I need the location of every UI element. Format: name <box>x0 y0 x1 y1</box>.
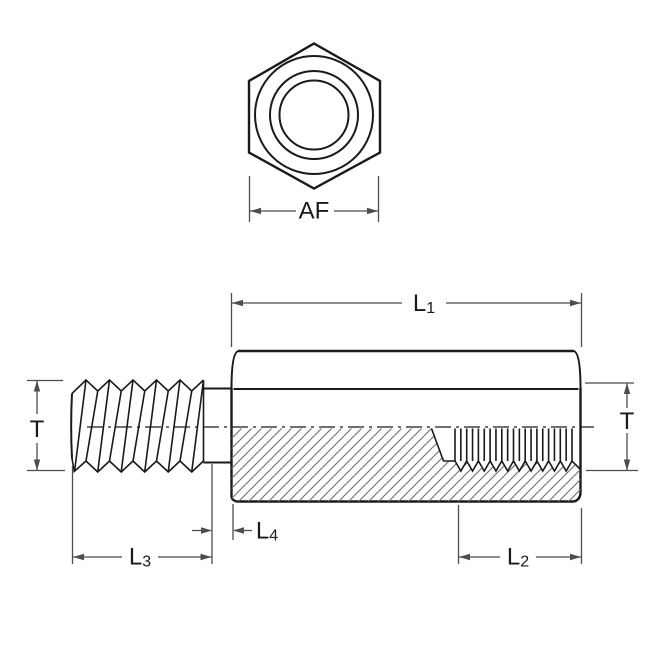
af-arrow-right <box>367 207 378 215</box>
internal-thread-profile <box>454 459 582 473</box>
thread-crest-bottom <box>71 458 205 474</box>
body-chamfer-left <box>230 350 239 389</box>
af-arrow-left <box>250 207 261 215</box>
top-view: AF <box>247 42 382 225</box>
bore-circle <box>278 79 350 151</box>
l1-arrow-right <box>570 299 581 307</box>
l3-dimension: L3 <box>71 464 213 571</box>
shank-edges <box>203 387 232 464</box>
l3-arrow-left <box>73 553 84 561</box>
section-hatch-area <box>231 428 581 502</box>
t-left-arrow-up <box>33 380 41 392</box>
l3-label: L3 <box>129 544 151 571</box>
side-view: L1 T T L3 <box>27 290 638 571</box>
hexagon-outline <box>247 42 382 190</box>
l3-arrow-right <box>200 553 212 561</box>
af-label: AF <box>299 198 330 225</box>
l4-dimension: L4 <box>192 504 278 545</box>
male-thread-stud <box>70 378 232 474</box>
l1-extension-lines <box>230 293 583 347</box>
l4-label: L4 <box>256 518 278 545</box>
l2-dimension: L2 <box>457 505 583 571</box>
t-right-dimension: T <box>585 382 638 472</box>
section-cut <box>231 428 582 502</box>
body-circle <box>254 55 374 175</box>
internal-thread-flanks <box>454 428 573 461</box>
t-right-arrow-up <box>623 383 631 394</box>
t-left-label: T <box>30 416 45 443</box>
l2-arrow-right <box>570 553 581 561</box>
l1-dimension: L1 <box>230 290 583 347</box>
af-dimension: AF <box>248 176 380 225</box>
l1-label: L1 <box>413 290 435 317</box>
l2-arrow-left <box>459 553 470 561</box>
l1-arrow-left <box>232 299 243 307</box>
l4-arrow-left <box>201 527 212 534</box>
thread-crest-top <box>71 378 205 395</box>
t-right-label: T <box>620 408 635 435</box>
af-extension-lines <box>248 176 380 222</box>
l4-arrow-right <box>233 527 244 534</box>
t-left-arrow-down <box>33 459 41 471</box>
l2-label: L2 <box>507 544 529 571</box>
bore-entry-chamfer <box>430 428 455 462</box>
l3-extension-lines <box>71 464 213 564</box>
t-left-dimension: T <box>27 379 65 472</box>
thread-major-circle <box>269 70 359 160</box>
t-right-arrow-down <box>623 459 631 471</box>
l2-extension-lines <box>457 505 583 564</box>
t-right-extension-lines <box>585 382 638 472</box>
stud-end-edge <box>70 393 73 459</box>
body-chamfer-right <box>573 350 582 389</box>
thread-flank-lines <box>73 379 205 472</box>
t-left-extension-lines <box>27 379 65 472</box>
